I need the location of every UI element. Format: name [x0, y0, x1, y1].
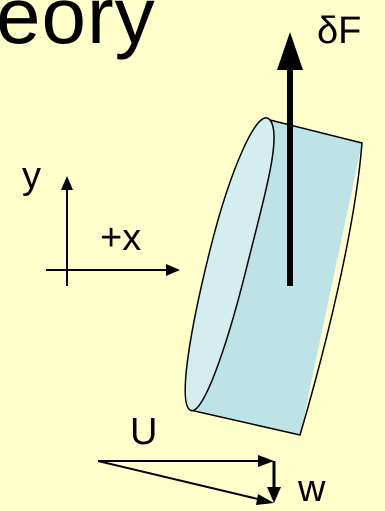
velocity-triangle — [97, 455, 281, 505]
resultant-velocity-line — [97, 460, 263, 501]
induced-w-label: w — [298, 468, 326, 510]
induced-w-arrowhead — [267, 487, 281, 503]
x-axis-arrowhead — [166, 264, 180, 276]
disk-body-outline — [189, 119, 363, 436]
disk-side-surface — [190, 120, 362, 435]
x-axis-label: +x — [100, 217, 142, 259]
force-label: δF — [317, 10, 362, 52]
y-axis-label: y — [22, 155, 41, 197]
blade-element-disk — [184, 117, 363, 436]
coordinate-axes — [46, 176, 180, 286]
velocity-u-arrowhead — [258, 455, 274, 467]
force-arrow — [277, 32, 303, 286]
slide-title-fragment: eory — [0, 0, 156, 60]
resultant-velocity-arrowhead — [256, 494, 274, 505]
y-axis-arrowhead — [61, 176, 73, 190]
disk-front-face — [184, 117, 275, 412]
velocity-u-label: U — [130, 411, 158, 453]
force-arrowhead — [277, 32, 303, 70]
